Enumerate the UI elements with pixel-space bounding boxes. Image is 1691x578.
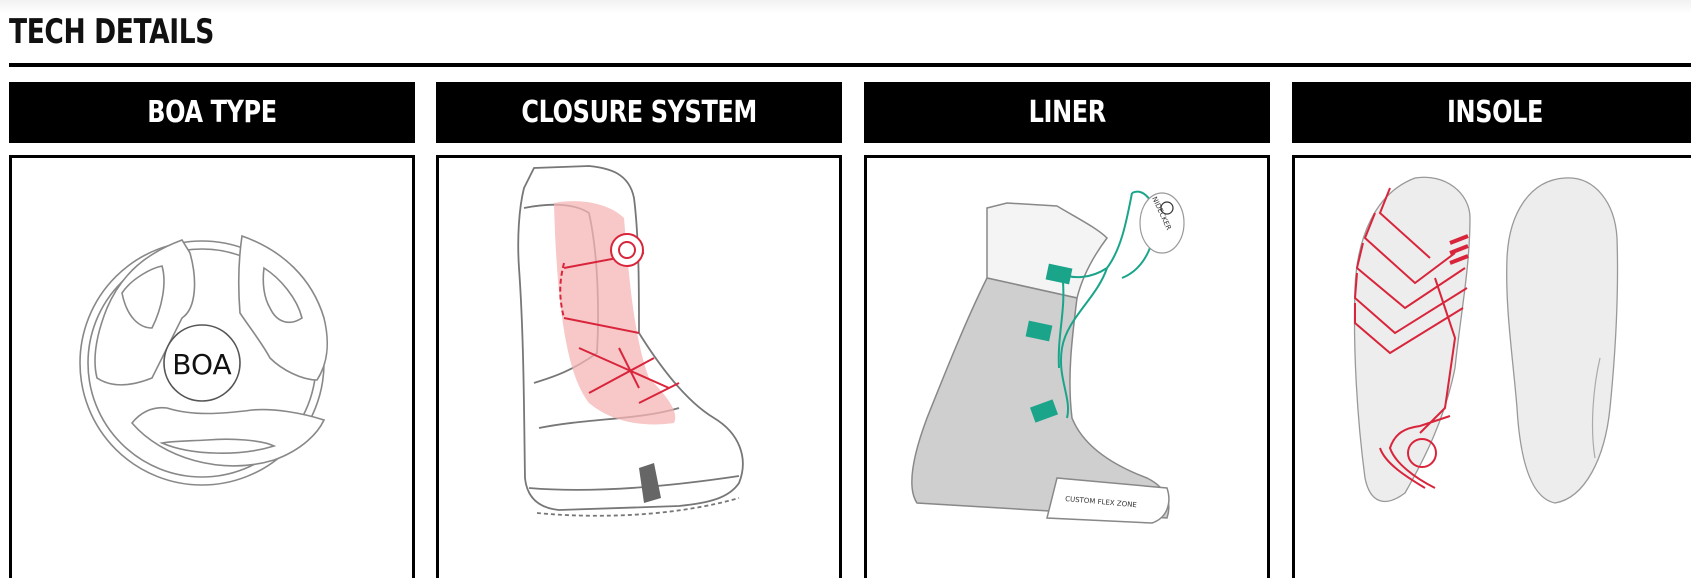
card-title: CLOSURE SYSTEM: [521, 95, 757, 130]
nidecker-logo-mark: [639, 463, 661, 503]
card-title: LINER: [1028, 95, 1106, 130]
card-header: CLOSURE SYSTEM: [436, 82, 842, 143]
liner-illustration: NIDECKER CUSTOM FLEX ZONE: [911, 190, 1185, 524]
card-image-frame: [1292, 155, 1691, 578]
tech-card-boa-type: BOA TYPE BOA: [9, 82, 415, 578]
card-header: BOA TYPE: [9, 82, 415, 143]
card-image-frame: [436, 155, 842, 578]
section-divider: [9, 63, 1691, 67]
card-title: INSOLE: [1447, 95, 1543, 130]
card-header: INSOLE: [1292, 82, 1691, 143]
card-image-frame: NIDECKER CUSTOM FLEX ZONE: [864, 155, 1270, 578]
section-title: TECH DETAILS: [9, 12, 214, 52]
card-title: BOA TYPE: [147, 95, 277, 130]
tech-card-insole: INSOLE: [1292, 82, 1691, 578]
card-image-frame: BOA: [9, 155, 415, 578]
insole-illustration: [1353, 176, 1619, 504]
closure-highlight: [554, 201, 676, 425]
boot-closure-illustration: [517, 165, 744, 517]
tech-card-closure-system: CLOSURE SYSTEM: [436, 82, 842, 578]
top-gradient-bar: [0, 0, 1691, 14]
card-header: LINER: [864, 82, 1270, 143]
boa-logo-text: BOA: [172, 348, 231, 381]
boa-dial-illustration: BOA: [79, 234, 329, 486]
tech-card-liner: LINER NIDECKER CUSTOM FLEX ZONE: [864, 82, 1270, 578]
